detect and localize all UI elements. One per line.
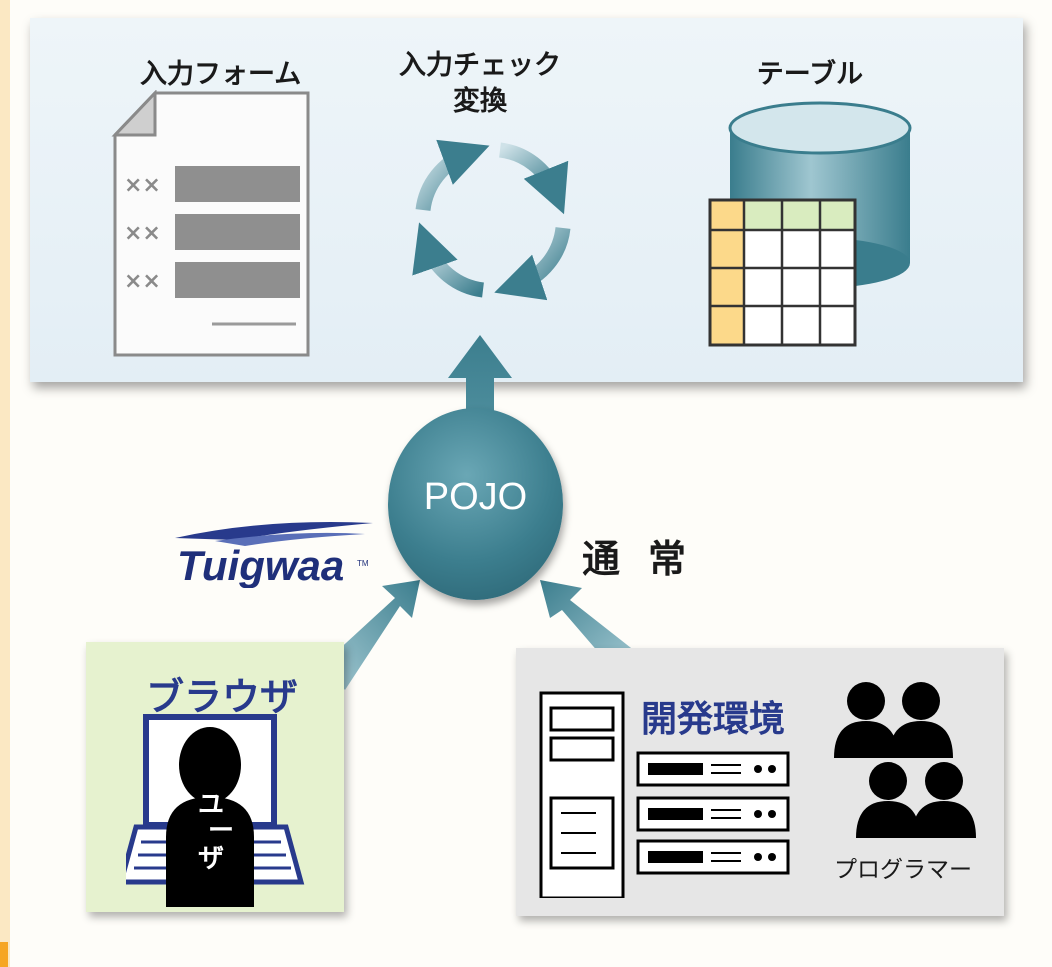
server-rack-icon [539,691,790,898]
person-icon [889,682,953,758]
normal-label: 通常 [582,537,715,581]
database-icon [708,101,912,347]
form-field [175,166,300,202]
people-icon [834,682,976,838]
laptop-icon [126,714,305,907]
user-label-2: ー [208,816,235,846]
programmer-label: プログラマー [834,857,972,883]
logo-tm: TM [357,559,369,568]
user-silhouette-icon [166,727,254,907]
form-row-mark: ×× [124,173,161,198]
tuigwaa-logo: Tuigwaa TM [175,522,373,588]
pojo-node: POJO [388,408,563,600]
logo-text: Tuigwaa [177,542,344,588]
orange-mark [0,942,8,967]
person-icon [912,762,976,838]
person-icon [856,762,920,838]
browser-box: ブラウザ ユ ー ザ [86,642,344,912]
pojo-label: POJO [423,476,528,518]
left-arrow [322,580,420,690]
input-check-line1: 入力チェック [399,50,561,81]
dev-environment-title: 開発環境 [641,699,786,740]
server-unit [636,751,790,787]
data-table [708,198,857,347]
server-unit [636,796,790,832]
user-label-1: ユ [198,790,225,820]
browser-title: ブラウザ [146,675,299,719]
document-icon: ×× ×× ×× [111,90,310,357]
server-unit [636,839,790,875]
input-form-label: 入力フォーム [140,59,302,90]
refresh-cycle-icon [412,139,571,301]
user-label-3: ザ [198,844,225,874]
person-icon [834,682,898,758]
input-check-line2: 変換 [453,86,507,117]
dev-environment-box: 開発環境 プログラマー [516,648,1004,916]
form-field [175,214,300,250]
table-label: テーブル [756,59,864,90]
left-strip [0,0,10,967]
input-check-label: 入力チェック 変換 [395,48,565,120]
form-row-mark: ×× [124,221,161,246]
form-row-mark: ×× [124,269,161,294]
form-field [175,262,300,298]
up-arrow [448,335,512,430]
